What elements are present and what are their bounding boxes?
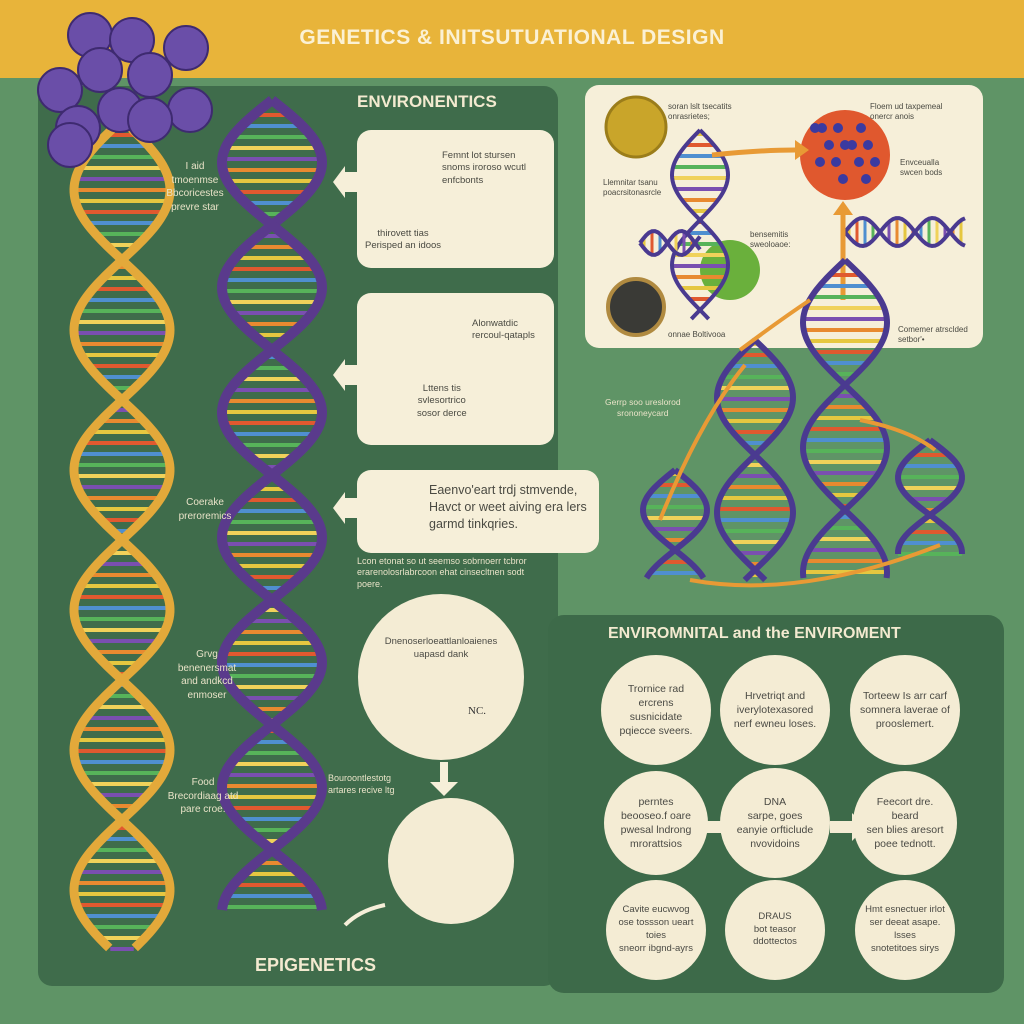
cell-dot: [817, 123, 827, 133]
arrow-down-icon: [430, 762, 458, 796]
bottom-right-title: ENVIROMNITAL and the ENVIROMENT: [608, 625, 901, 642]
cell-circle-icon: [606, 277, 666, 337]
info-circle: Torteew Is arr carf somnera laverae of p…: [850, 655, 960, 765]
molecule-atom: [37, 67, 83, 113]
molecule-atom: [127, 52, 173, 98]
diagram-label: bensemitis sweoloaoe:: [750, 230, 791, 250]
cell-dot: [870, 157, 880, 167]
orange-arrow: [658, 363, 747, 521]
info-card: Alonwatdic rercoul-qatapls Lttens tis sv…: [357, 293, 554, 445]
purple-helix-strand: [216, 96, 328, 911]
right-helix-strand: [895, 437, 965, 554]
page-title: GENETICS & INITSUTUATIONAL DESIGN: [299, 26, 725, 49]
right-helix-strand: [714, 337, 796, 583]
cell-dot: [810, 123, 820, 133]
right-helix-strand: [643, 467, 710, 580]
arrow-left-icon: [333, 492, 357, 524]
cell-dot: [861, 174, 871, 184]
gold-helix-strand: [69, 116, 175, 952]
cell-dot: [824, 140, 834, 150]
info-circle: Cavite eucwvog ose tossson ueart toies s…: [606, 880, 706, 980]
right-helix-strand: [800, 257, 890, 579]
circle-label: Bouroontlestotg artares recive ltg: [328, 773, 395, 796]
molecule-atom: [163, 25, 209, 71]
diagram-label: Envceualla swcen bods: [900, 158, 943, 178]
diagram-label: soran lslt tsecatits onrasrietes;: [668, 102, 732, 122]
card-text: thirovett tias Perisped an idoos: [365, 228, 442, 252]
small-helix: [843, 215, 966, 248]
right-helix-strand: [895, 437, 965, 554]
cell-dot: [831, 157, 841, 167]
info-circle: DRAUS bot teasor ddottectos: [725, 880, 825, 980]
cell-dot: [856, 123, 866, 133]
epigenetics-title: EPIGENETICS: [255, 955, 377, 975]
info-circle: Trornice rad ercrens susnicidate pqiecce…: [601, 655, 711, 765]
arrow-head: [833, 201, 853, 215]
card-helix-strand: [669, 128, 731, 321]
card-text: Eaenvo'eart trdj stmvende, Havct or weet…: [429, 483, 587, 531]
cell-dot: [815, 157, 825, 167]
diagram-label: Comemer atrsclded setbor'•: [898, 325, 968, 345]
cell-dot: [833, 123, 843, 133]
arrow-left-icon: [333, 166, 357, 198]
orange-arrow: [689, 543, 941, 588]
helix-label: Food Brecordiaag atd pare croe.: [167, 777, 239, 815]
circle-text: Dnenoserloeattlanloaienes uapasd dank: [384, 636, 498, 660]
arrow-head: [795, 140, 809, 160]
orange-arrow: [738, 298, 812, 352]
cell-dot: [838, 174, 848, 184]
info-circle: perntes beooseo.f oare pwesal lndrong mr…: [604, 771, 708, 875]
info-circle: Hmt esnectuer irlot ser deeat asape. lss…: [855, 880, 955, 980]
small-helix: [638, 229, 702, 257]
helix-label: Coerake preroremics: [178, 497, 232, 522]
right-helix-strand: [714, 337, 796, 583]
info-circle: Hrvetriqt and iverylotexasored nerf ewne…: [720, 655, 830, 765]
diagram-label: Gerrp soo ureslorod srononeycard: [605, 397, 681, 419]
info-circle: Feecort dre. beard sen blies aresort poe…: [853, 771, 957, 875]
result-circle: [388, 798, 514, 924]
card-text: Femnt lot stursen snoms iroroso wcutl en…: [442, 150, 526, 186]
helix-label: Grvg benenersmat and andkcd enmoser: [177, 649, 237, 701]
small-helix: [638, 229, 702, 257]
orange-arrow: [859, 418, 937, 452]
cell-dot: [847, 140, 857, 150]
card-helix-strand: [669, 128, 731, 321]
arrow-left-icon: [333, 359, 357, 391]
card-text: Alonwatdic rercoul-qatapls: [472, 318, 535, 342]
helix-label: I aid tmoenmse Bbcoricestes prevre star: [166, 161, 224, 213]
molecule-atom: [127, 97, 173, 143]
process-circle: Dnenoserloeattlanloaienes uapasd dank: [358, 594, 524, 760]
diagram-label: onnae Boltivooa: [668, 330, 726, 339]
small-helix: [843, 216, 966, 249]
cell-dot: [854, 157, 864, 167]
section-title: ENVIRONENTICS: [357, 92, 497, 111]
arrow-icon: [343, 903, 386, 927]
right-helix-strand: [640, 467, 707, 580]
card-text: Lttens tis svlesortrico sosor derce: [417, 383, 467, 419]
circle-tag: NC.: [468, 705, 487, 717]
diagram-label: Llemnitar tsanu poacrsitonasrcle: [603, 178, 662, 198]
diagram-label: Floem ud taxpemeal onercr anois: [870, 102, 943, 122]
info-card: Femnt lot stursen snoms iroroso wcutl en…: [357, 130, 554, 268]
molecule-atom: [47, 122, 93, 168]
info-circle: DNA sarpe, goes eanyie orfticlude nvovid…: [720, 768, 830, 878]
info-card: Eaenvo'eart trdj stmvende, Havct or weet…: [357, 470, 599, 553]
orange-arrow: [711, 147, 796, 158]
note-text: Lcon etonat so ut seemso sobrnoerr tcbro…: [357, 556, 527, 589]
bacteria-circle-icon: [604, 95, 668, 159]
molecule-atom: [77, 47, 123, 93]
right-helix-strand: [800, 257, 890, 579]
molecule-atom: [167, 87, 213, 133]
purple-helix-strand: [216, 96, 328, 911]
cell-dot: [840, 140, 850, 150]
cell-dot: [863, 140, 873, 150]
